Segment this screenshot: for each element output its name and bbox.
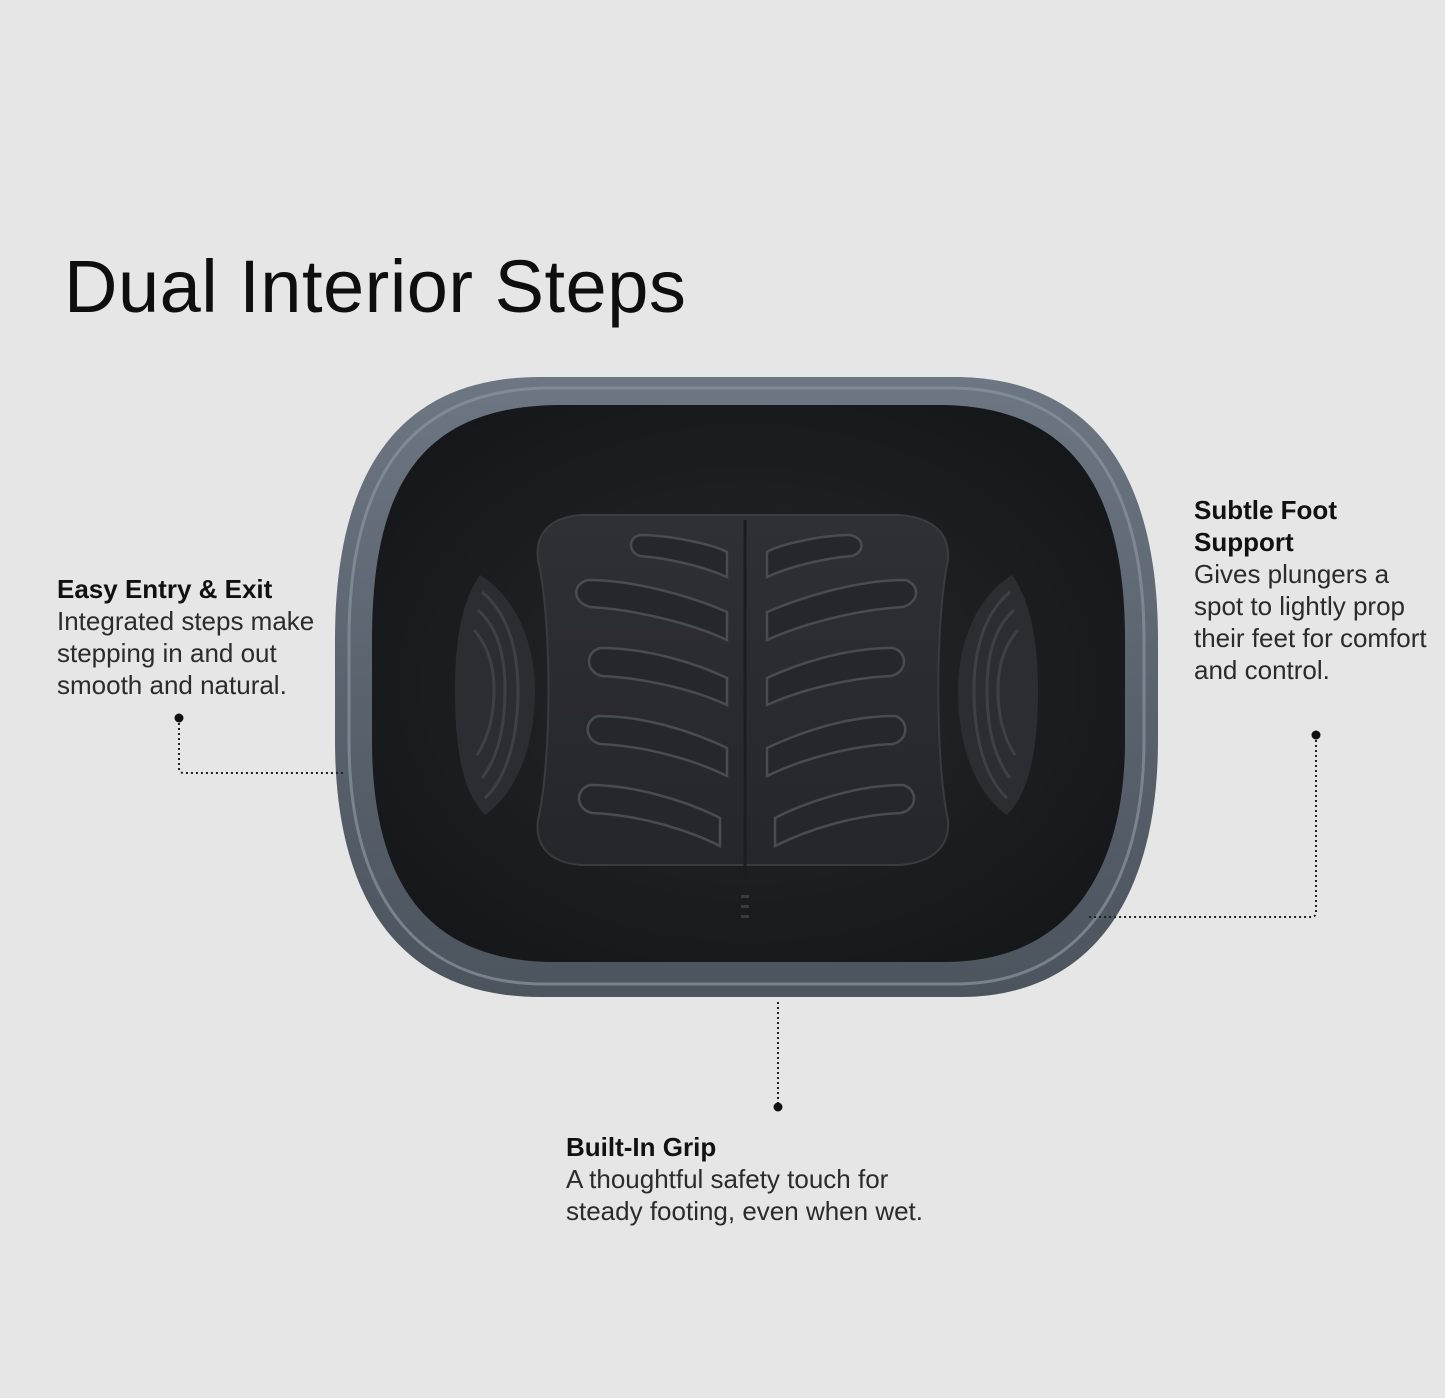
callout-built-in-grip: Built-In Grip A thoughtful safety touch … (566, 1131, 966, 1227)
callout-title: Easy Entry & Exit (57, 574, 273, 604)
left-step (455, 575, 535, 815)
callout-title: Subtle Foot Support (1194, 495, 1337, 557)
entry-leader-line (178, 718, 345, 774)
callout-description: Integrated steps make stepping in and ou… (57, 606, 315, 700)
foot-support-leader-dot (1311, 730, 1321, 740)
entry-leader-dot (174, 713, 184, 723)
callout-title: Built-In Grip (566, 1132, 717, 1162)
grip-leader-dot (773, 1102, 783, 1112)
callout-description: Gives plungers a spot to lightly prop th… (1194, 559, 1427, 685)
callout-easy-entry: Easy Entry & Exit Integrated steps make … (57, 573, 332, 701)
callout-foot-support: Subtle Foot Support Gives plungers a spo… (1194, 494, 1434, 686)
foot-support-leader-line (1088, 735, 1317, 918)
page-title: Dual Interior Steps (64, 245, 687, 328)
right-step (958, 575, 1038, 815)
callout-description: A thoughtful safety touch for steady foo… (566, 1164, 924, 1226)
